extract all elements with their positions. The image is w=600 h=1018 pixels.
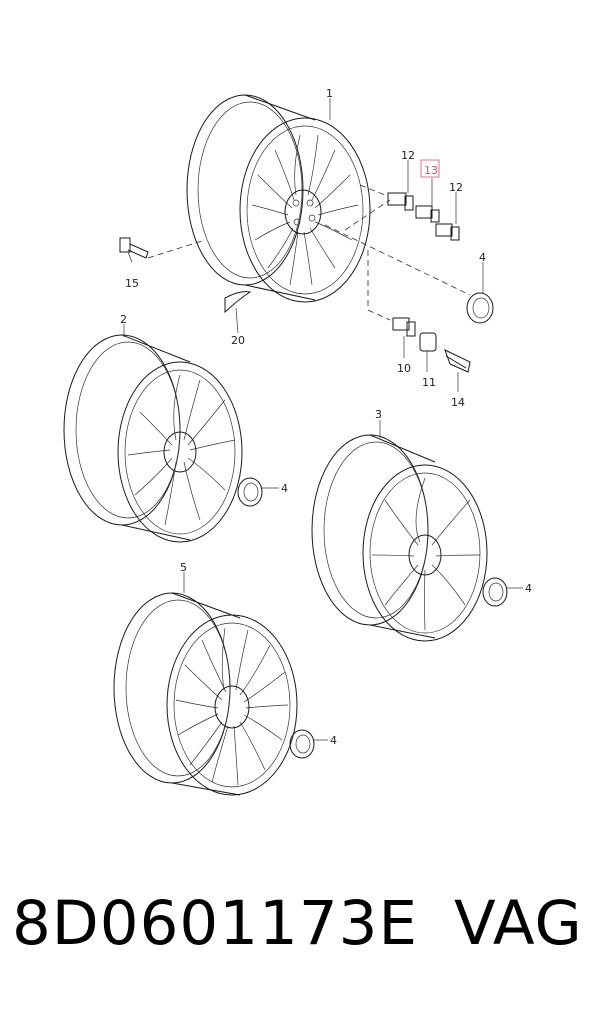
callout-4-top: 4 <box>479 251 486 264</box>
wheel-1 <box>186 94 371 303</box>
callout-5: 5 <box>180 561 187 574</box>
callout-20: 20 <box>231 334 245 347</box>
callout-15: 15 <box>125 277 139 290</box>
cap-11 <box>419 332 437 352</box>
bolt-12-left <box>387 192 414 211</box>
puller-14 <box>444 349 471 373</box>
hub-cap-4-wheel5 <box>289 729 315 759</box>
callout-11: 11 <box>422 376 436 389</box>
hub-cap-4-top <box>466 292 494 324</box>
leader-lines <box>123 98 523 741</box>
footer: 8D0601173E VAG <box>0 888 600 988</box>
hub-cap-4-wheel3 <box>482 577 508 607</box>
callout-3: 3 <box>375 408 382 421</box>
bolt-12-right <box>435 223 460 241</box>
callout-12-left: 12 <box>401 149 415 162</box>
callout-10: 10 <box>397 362 411 375</box>
bolt-10 <box>392 317 416 337</box>
lock-bolt-13 <box>415 205 440 223</box>
callout-14: 14 <box>451 396 465 409</box>
wheel-3 <box>311 434 488 642</box>
wheel-5 <box>113 592 298 796</box>
callout-4-wheel2: 4 <box>281 482 288 495</box>
brand-name: VAG <box>454 888 583 959</box>
wheel-2 <box>63 334 243 543</box>
callout-13-highlight <box>420 159 440 178</box>
ring-20 <box>224 291 252 314</box>
callout-13: 13 <box>424 164 438 177</box>
callout-2: 2 <box>120 313 127 326</box>
part-number: 8D0601173E <box>12 888 418 959</box>
valve-15 <box>119 237 206 259</box>
callout-1: 1 <box>326 87 333 100</box>
callout-4-wheel5: 4 <box>330 734 337 747</box>
hub-cap-4-wheel2 <box>237 477 263 507</box>
callout-4-wheel3: 4 <box>525 582 532 595</box>
callout-12-right: 12 <box>449 181 463 194</box>
parts-diagram: 1 2 3 4 4 4 4 5 10 11 12 12 13 14 15 20 <box>63 87 532 796</box>
